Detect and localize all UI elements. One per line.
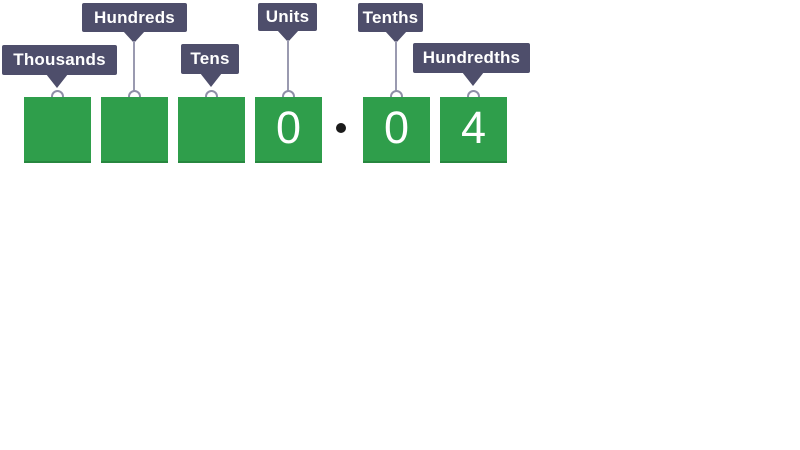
- units-connector-line: [287, 40, 289, 91]
- label-tens: Tens: [181, 44, 239, 74]
- hundreds-pointer-triangle-icon: [123, 31, 145, 43]
- digit-tens: [178, 97, 245, 161]
- digit-units: 0: [275, 102, 302, 153]
- square-tens: [178, 97, 245, 163]
- square-tenths: 0: [363, 97, 430, 163]
- label-tenths: Tenths: [358, 3, 423, 32]
- thousands-pointer-triangle-icon: [46, 74, 68, 88]
- digit-hundredths: 4: [460, 102, 487, 153]
- label-hundreds: Hundreds: [82, 3, 187, 32]
- square-units: 0: [255, 97, 322, 163]
- square-thousands: [24, 97, 91, 163]
- decimal-point: [336, 123, 346, 133]
- square-hundredths: 4: [440, 97, 507, 163]
- label-hundredths: Hundredths: [413, 43, 530, 73]
- units-pointer-triangle-icon: [277, 30, 299, 42]
- hundredths-pointer-triangle-icon: [462, 72, 484, 86]
- label-thousands: Thousands: [2, 45, 117, 75]
- label-units: Units: [258, 3, 317, 31]
- digit-tenths: 0: [383, 102, 410, 153]
- tenths-connector-line: [395, 41, 397, 91]
- square-hundreds: [101, 97, 168, 163]
- tenths-pointer-triangle-icon: [385, 31, 407, 43]
- digit-hundreds: [101, 97, 168, 161]
- hundreds-connector-line: [133, 41, 135, 91]
- digit-thousands: [24, 97, 91, 161]
- tens-pointer-triangle-icon: [200, 73, 222, 87]
